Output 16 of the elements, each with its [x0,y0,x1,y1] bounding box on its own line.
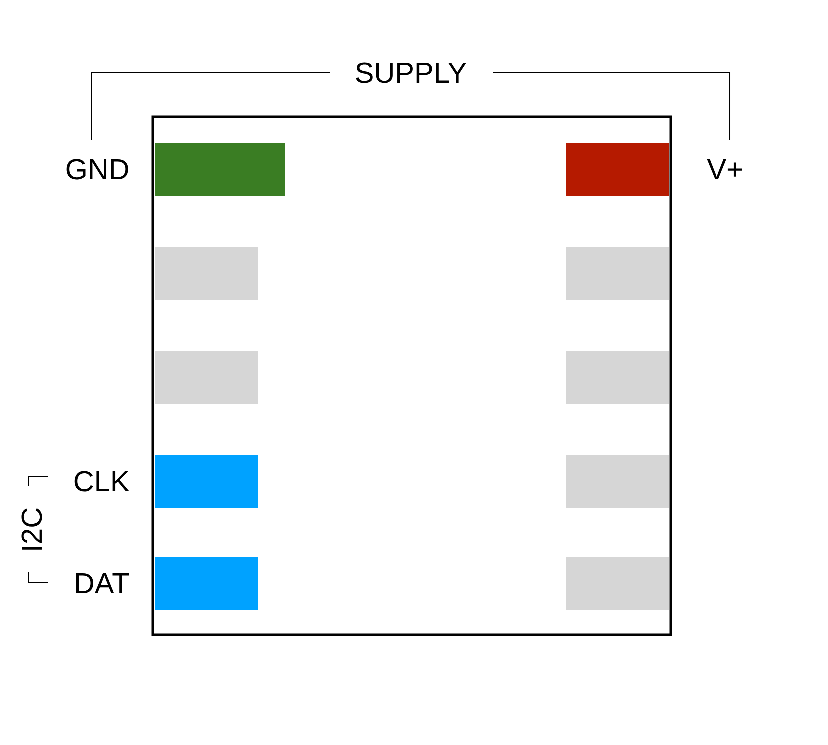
group-label: SUPPLY [356,62,467,84]
pin-pad [155,247,258,300]
pin-pad [566,557,669,610]
pin-pad [155,351,258,404]
pin-label: V+ [707,160,742,180]
pin-pad [566,247,669,300]
group-label: I2C [22,508,42,550]
pin-label: GND [66,159,128,180]
pin-pad [566,351,669,404]
pin-pad [155,557,258,610]
pin-pad [566,143,669,196]
pin-label: CLK [74,471,130,492]
pin-label: DAT [76,574,130,594]
pin-pad [566,455,669,508]
pin-pad [155,455,258,508]
pin-pad [155,143,285,196]
